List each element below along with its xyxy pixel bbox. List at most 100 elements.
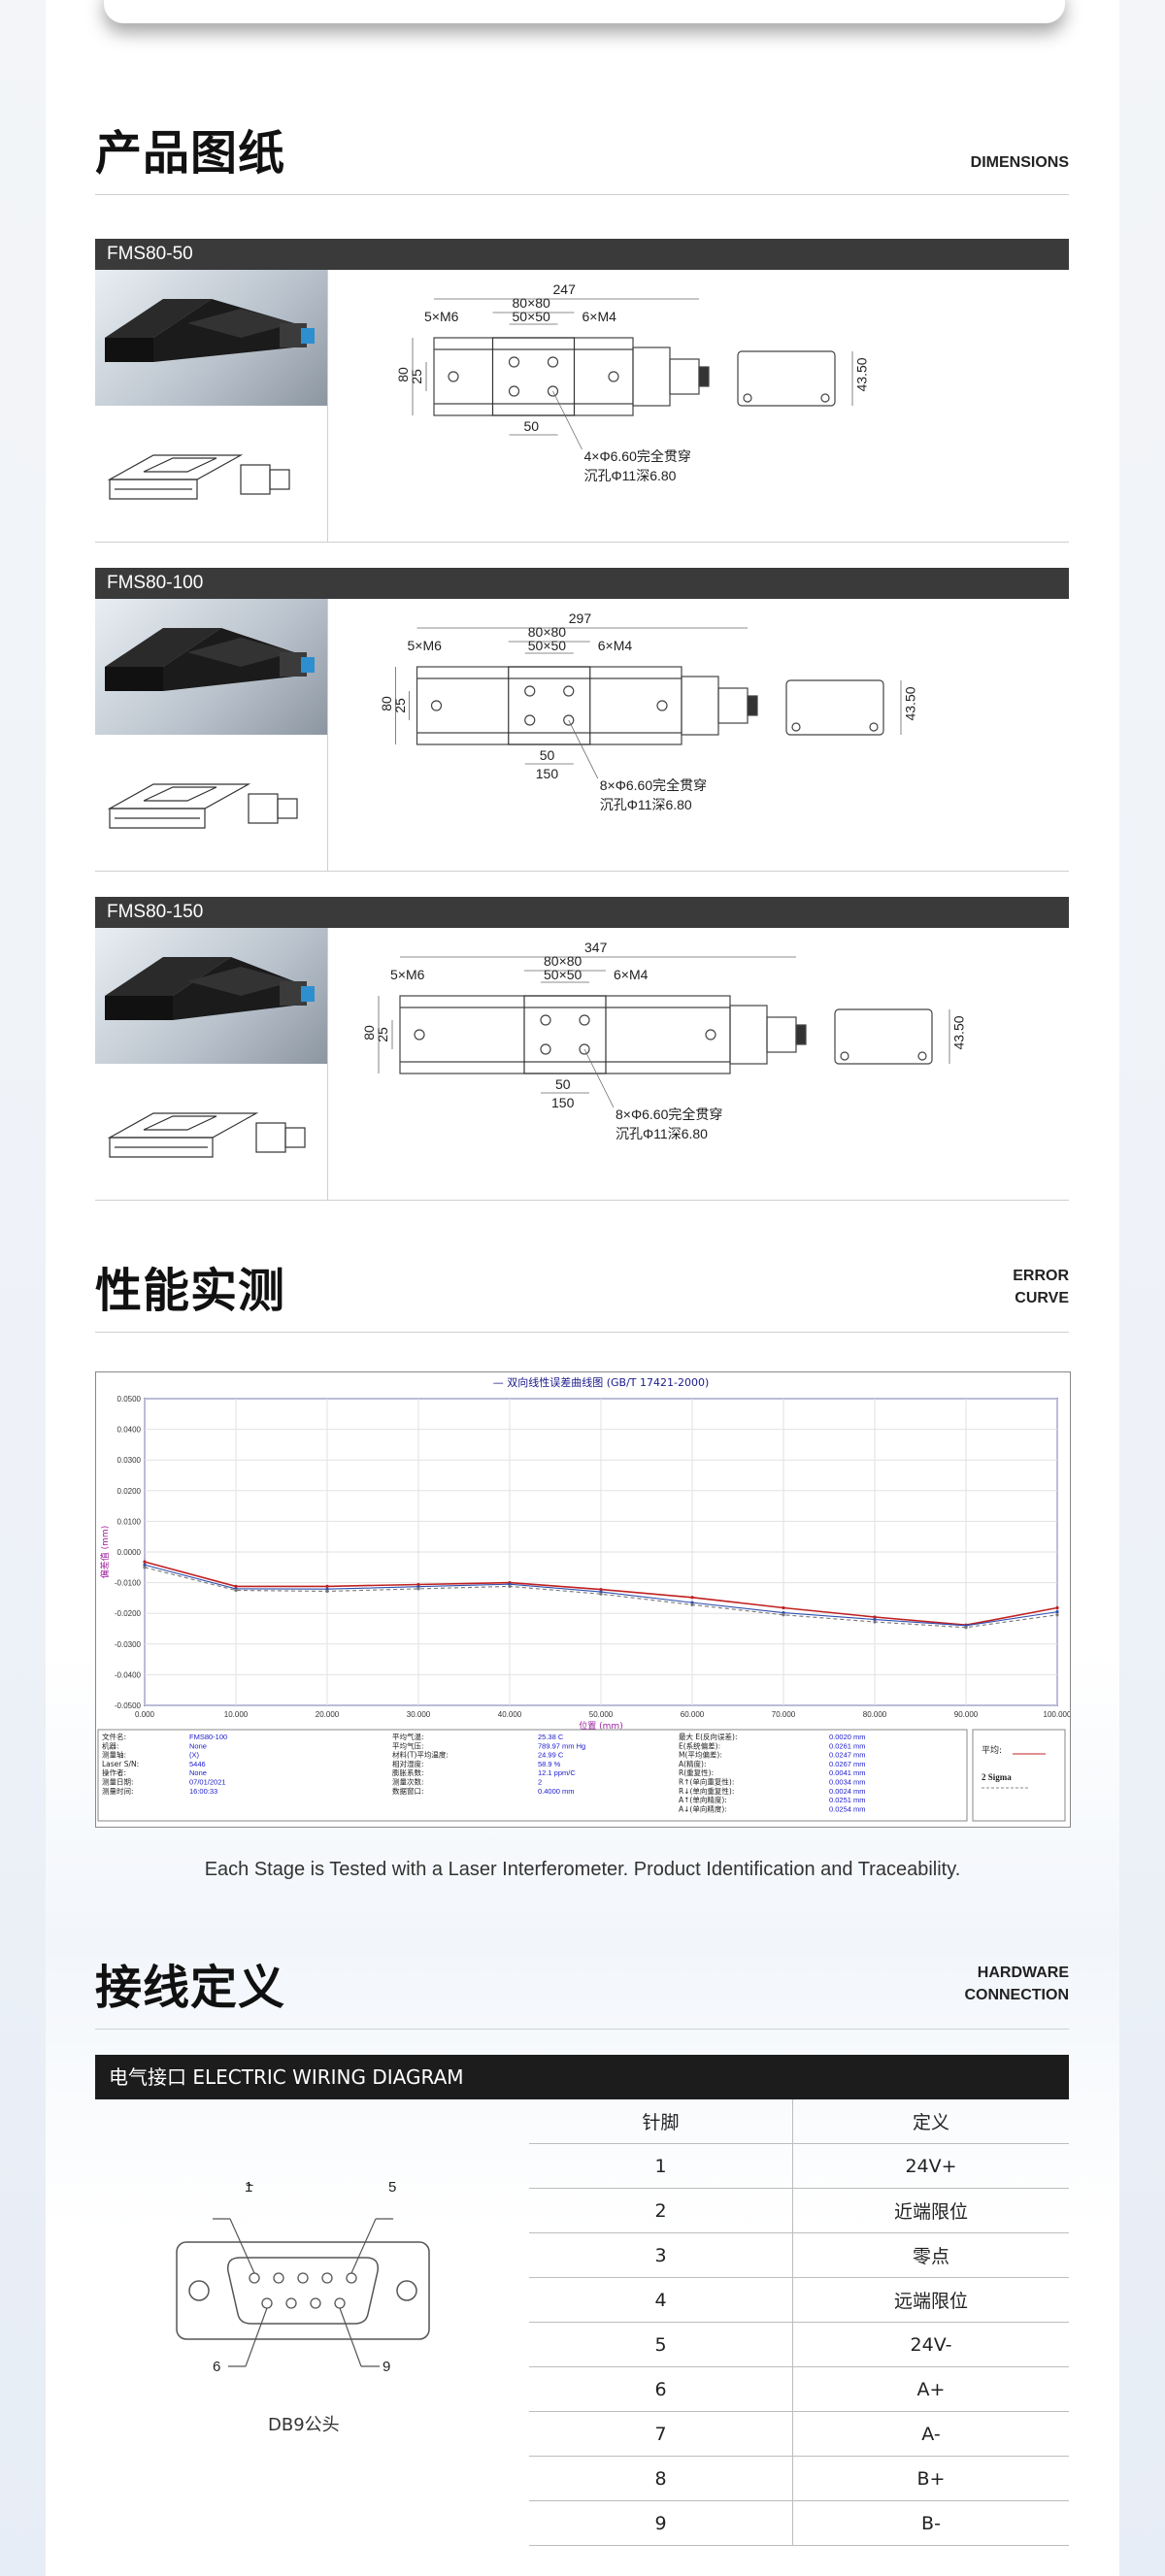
db9-connector-icon: 1 [176, 2184, 430, 2367]
y-tick-label: -0.0500 [115, 1701, 142, 1710]
performance-en-title: ERROR CURVE [1013, 1265, 1069, 1309]
series-point [873, 1615, 877, 1619]
x-tick-label: 60.000 [681, 1710, 705, 1719]
model-name-bar: FMS80-100 [95, 568, 1069, 599]
overall-length-label: 247 [552, 281, 576, 297]
table-row: 2 近端限位 [529, 2188, 1069, 2233]
series-point [782, 1613, 785, 1617]
model-render-image [95, 928, 327, 1064]
table-row: 7 A- [529, 2411, 1069, 2457]
model-drawing-row: 247 80×80 50×50 5×M6 6×M4 80 25 50 4×Φ6.… [95, 270, 1069, 543]
center-dim-label: 80×80 [512, 295, 550, 311]
series-point [1055, 1605, 1059, 1610]
info-value: (X) [189, 1751, 200, 1760]
inner-dim-label: 50×50 [544, 967, 582, 982]
table-row: 4 远端限位 [529, 2277, 1069, 2323]
pitch2-dim-label: 150 [535, 766, 559, 781]
info-value: 12.1 ppm/C [538, 1768, 576, 1777]
pin-callout-9-label: 9 [383, 2359, 391, 2375]
db9-label: DB9公头 [268, 2415, 340, 2435]
info-value: 07/01/2021 [189, 1778, 226, 1787]
pin-definition-cell: 零点 [792, 2232, 1069, 2278]
x-tick-label: 40.000 [498, 1710, 522, 1719]
model-dimension-drawing: 347 80×80 50×50 5×M6 6×M4 80 25 50 150 8… [327, 928, 1069, 1200]
x-tick-label: 50.000 [589, 1710, 614, 1719]
info-label: 测量轴: [102, 1750, 126, 1760]
model-render-image [95, 270, 327, 406]
series-point [782, 1605, 785, 1610]
info-label: R↓(单向重复性): [679, 1786, 734, 1796]
info-value: 2 [538, 1778, 542, 1787]
series-point [782, 1610, 785, 1615]
counterbore-label: 沉孔Φ11深6.80 [616, 1126, 708, 1141]
wiring-diagram-bar: 电气接口 ELECTRIC WIRING DIAGRAM [95, 2055, 1069, 2099]
product-page: 产品图纸 DIMENSIONS FMS80-50 [46, 0, 1119, 2576]
series-point [690, 1596, 694, 1600]
pin-number-cell: 6 [529, 2366, 793, 2412]
y-tick-label: 0.0400 [117, 1426, 142, 1435]
pin-definition-cell: B- [792, 2500, 1069, 2546]
info-label: 测量时间: [102, 1786, 134, 1796]
info-label: 测量日期: [102, 1778, 134, 1787]
col-def-header: 定义 [792, 2099, 1069, 2144]
model-dimension-drawing: 247 80×80 50×50 5×M6 6×M4 80 25 50 4×Φ6.… [327, 270, 1069, 542]
pin-number-cell: 5 [529, 2322, 793, 2367]
info-value: 0.0251 mm [829, 1796, 866, 1804]
model-render-image [95, 599, 327, 735]
m4-thread-label: 6×M4 [597, 638, 633, 653]
pin-callout-1: 1 [246, 2184, 253, 2190]
series-point [508, 1582, 512, 1586]
info-value: 0.0041 mm [829, 1768, 866, 1777]
info-value: 24.99 C [538, 1751, 564, 1760]
series-point [416, 1582, 420, 1587]
m6-thread-label: 5×M6 [407, 638, 442, 653]
m4-thread-label: 6×M4 [582, 309, 616, 324]
series-point [143, 1563, 147, 1567]
hardware-title: 接线定义 [95, 1961, 286, 2015]
info-label: 相对湿度: [392, 1759, 424, 1768]
pitch-dim-label: 50 [523, 418, 540, 434]
col-pin-header: 针脚 [529, 2099, 793, 2144]
y-tick-label: 0.0000 [117, 1548, 142, 1557]
model-pictures [95, 270, 328, 542]
series-point [873, 1617, 877, 1622]
series-point [325, 1589, 329, 1594]
series-point [1055, 1610, 1059, 1614]
pin-number-cell: 1 [529, 2143, 793, 2189]
info-label: R(重复性): [679, 1767, 714, 1777]
counterbore-label: 沉孔Φ11深6.80 [583, 468, 677, 483]
table-row: 5 24V- [529, 2322, 1069, 2367]
overall-length-label: 297 [568, 611, 592, 626]
y-tick-label: -0.0300 [115, 1640, 142, 1649]
pin-callout-1-label: 1 [245, 2179, 253, 2196]
pin-number-cell: 7 [529, 2411, 793, 2457]
info-label: A↑(单向精度): [679, 1795, 727, 1804]
model-pictures [95, 599, 328, 871]
pin-number-cell: 3 [529, 2232, 793, 2278]
info-block [97, 1729, 968, 1822]
info-label: 最大 E(反向误差): [679, 1732, 738, 1741]
x-tick-label: 10.000 [224, 1710, 249, 1719]
info-label: 平均气压: [392, 1740, 424, 1750]
pin-definition-cell: B+ [792, 2456, 1069, 2501]
hardware-en-line2: CONNECTION [964, 1987, 1069, 2003]
info-label: 膨胀系数: [392, 1767, 424, 1777]
pin-number-cell: 9 [529, 2500, 793, 2546]
y-tick-label: -0.0200 [115, 1609, 142, 1618]
info-value: 25.38 C [538, 1733, 564, 1741]
pin-definition-cell: 近端限位 [792, 2188, 1069, 2233]
series-point [599, 1590, 603, 1594]
pin-definition-cell: A+ [792, 2366, 1069, 2412]
motor-height-label: 43.50 [950, 1015, 967, 1050]
series-point [690, 1602, 694, 1606]
counterbore-label: 沉孔Φ11深6.80 [599, 797, 692, 812]
series-point [1055, 1613, 1059, 1617]
performance-en-line1: ERROR [1013, 1268, 1069, 1284]
pin-definition-cell: 24V+ [792, 2143, 1069, 2189]
m4-thread-label: 6×M4 [614, 967, 649, 982]
series-point [690, 1601, 694, 1604]
series-point [599, 1587, 603, 1592]
model-drawing-row: 297 80×80 50×50 5×M6 6×M4 80 25 50 150 8… [95, 599, 1069, 872]
y-tick-label: -0.0100 [115, 1579, 142, 1588]
